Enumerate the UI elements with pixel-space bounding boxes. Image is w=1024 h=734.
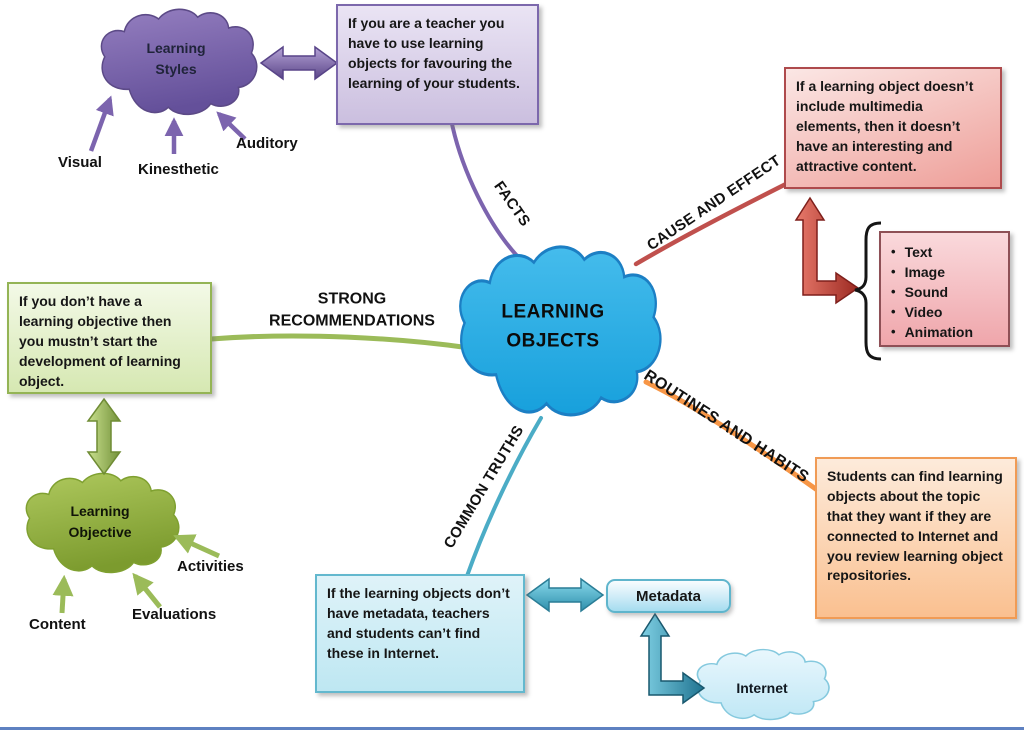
students-note: Students can find learning objects about… xyxy=(815,457,1017,619)
activities-label: Activities xyxy=(177,558,244,575)
cloud-label-line: Learning xyxy=(146,40,206,56)
list-item: • Sound xyxy=(891,282,1002,302)
list-item: • Text xyxy=(891,242,1002,262)
cloud-label-line: Styles xyxy=(155,61,197,77)
bullet-icon: • xyxy=(891,324,896,339)
branch-label-line: STRONG xyxy=(317,290,387,308)
cloud-label-line: LEARNING xyxy=(501,301,605,323)
kinesthetic-label: Kinesthetic xyxy=(138,161,219,178)
auditory-label: Auditory xyxy=(236,135,298,152)
metadata-internet-elbow-arrow xyxy=(639,612,706,705)
auditory-arrow xyxy=(216,111,247,141)
learning-objects-cloud-label: LEARNING OBJECTS xyxy=(501,299,604,356)
list-item-label: Animation xyxy=(904,324,974,340)
cause-and-effect-line xyxy=(633,178,795,267)
facts-line xyxy=(450,122,521,260)
strong-recommendations-line xyxy=(208,333,473,351)
list-item-label: Video xyxy=(904,304,943,320)
metadata-node: Metadata xyxy=(606,579,731,613)
activities-arrow xyxy=(173,534,221,559)
content-label: Content xyxy=(29,616,86,633)
cloud-label-line: OBJECTS xyxy=(506,330,600,351)
teacher-note: If you are a teacher you have to use lea… xyxy=(336,4,539,125)
list-item: • Image xyxy=(891,262,1002,282)
list-item-label: Sound xyxy=(904,284,949,300)
metadata-note: If the learning objects don’t have metad… xyxy=(315,574,525,693)
bullet-icon: • xyxy=(891,264,896,279)
internet-cloud-label: Internet xyxy=(736,680,788,696)
strong-recommendations-branch-label: STRONG RECOMMENDATIONS xyxy=(269,288,435,331)
styles-to-note-double-arrow xyxy=(259,45,339,81)
list-item-label: Image xyxy=(904,264,946,280)
list-item: • Video xyxy=(891,302,1002,322)
common-truths-line xyxy=(465,416,543,578)
bullet-icon: • xyxy=(891,244,896,259)
multimedia-elbow-arrow xyxy=(794,196,860,305)
visual-arrow xyxy=(88,95,114,152)
routines-and-habits-line xyxy=(643,379,823,495)
objective-note-double-arrow xyxy=(86,397,122,476)
multimedia-elements-list: • Text • Image • Sound • Video • Animati… xyxy=(879,231,1010,347)
metadata-note-double-arrow xyxy=(525,577,605,613)
bullet-icon: • xyxy=(891,284,896,299)
list-item-label: Text xyxy=(904,244,933,260)
multimedia-note: If a learning object doesn’t include mul… xyxy=(784,67,1002,189)
evaluations-arrow xyxy=(132,572,162,609)
evaluations-label: Evaluations xyxy=(132,606,217,623)
visual-label: Visual xyxy=(58,154,102,171)
content-arrow xyxy=(52,574,74,614)
list-item: • Animation xyxy=(891,322,1002,342)
multimedia-brace xyxy=(854,221,882,361)
objective-note: If you don’t have a learning objective t… xyxy=(7,282,212,394)
bottom-rule xyxy=(0,727,1024,730)
learning-styles-cloud-label: Learning Styles xyxy=(146,38,205,80)
branch-label-line: RECOMMENDATIONS xyxy=(269,312,435,329)
bullet-icon: • xyxy=(891,304,896,319)
cloud-label-line: Objective xyxy=(68,524,132,540)
cloud-label-line: Learning xyxy=(70,503,130,519)
learning-objective-cloud-label: Learning Objective xyxy=(68,501,131,543)
